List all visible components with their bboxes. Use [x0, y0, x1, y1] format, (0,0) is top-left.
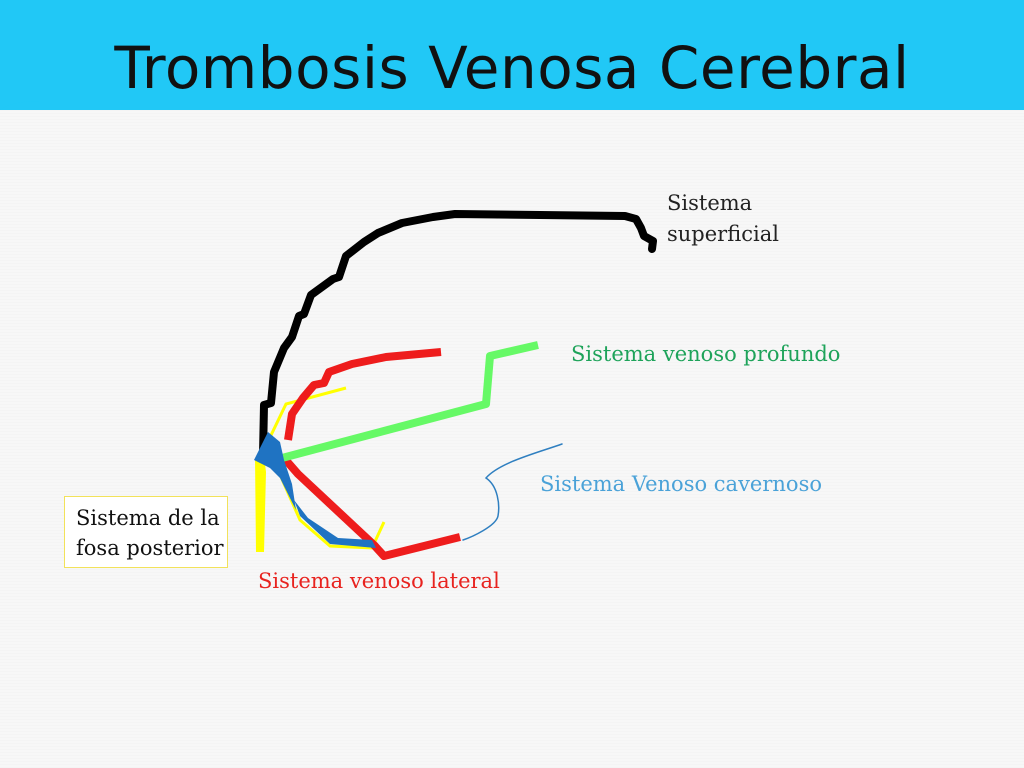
superficial-system-line — [259, 210, 657, 459]
slide-title: Trombosis Venosa Cerebral — [114, 34, 910, 102]
title-bar — [0, 0, 1024, 110]
label-superficial-line1: Sistema — [667, 191, 753, 215]
cavernous-system-line — [462, 443, 563, 541]
deep-system-line — [280, 341, 539, 462]
label-posterior-fossa-box: Sistema de la fosa posterior — [64, 496, 228, 568]
label-fosa-line1: Sistema de la — [76, 506, 220, 530]
title-bar-edge — [0, 100, 1024, 110]
label-fosa-line2: fosa posterior — [76, 536, 224, 560]
label-cavernous-venous-system: Sistema Venoso cavernoso — [540, 472, 822, 496]
sinus-confluence-shape — [254, 432, 376, 548]
label-lateral-venous-system: Sistema venoso lateral — [258, 569, 500, 593]
label-deep-venous-system: Sistema venoso profundo — [571, 342, 841, 366]
label-superficial-system: Sistema superficial — [667, 188, 779, 250]
red-upper-branch — [284, 348, 442, 441]
label-superficial-line2: superficial — [667, 222, 779, 246]
